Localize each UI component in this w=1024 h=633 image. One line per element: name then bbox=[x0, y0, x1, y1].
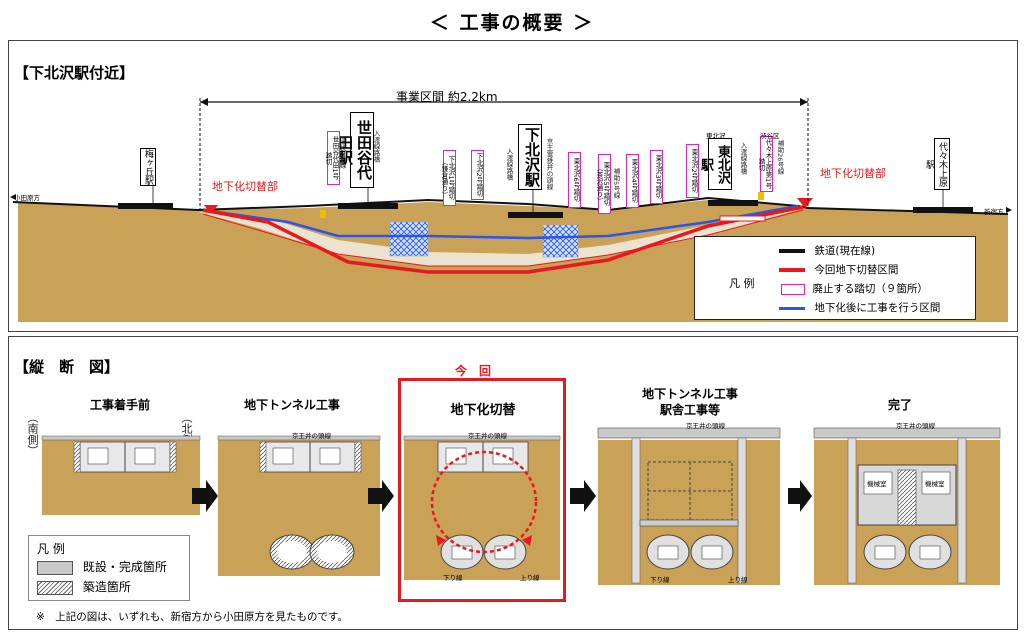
section-heading: 【縦 断 図】 bbox=[14, 358, 120, 376]
page-title: ＜ 工事の概要 ＞ bbox=[429, 12, 595, 34]
small-label-6: 補助26号線 bbox=[776, 140, 784, 175]
legend-construction: 築造箇所 bbox=[37, 578, 131, 595]
marker-2 bbox=[758, 192, 764, 200]
crossing-4: 下北沢2号踏切 bbox=[471, 150, 484, 200]
higashikita-platform bbox=[708, 200, 758, 206]
arrow-1 bbox=[192, 480, 218, 512]
profile-heading: 【下北沢駅付近】 bbox=[14, 64, 135, 82]
section-legend-title: 凡 例 bbox=[37, 542, 65, 556]
crossing-10: 代々木上原第1号踏切 bbox=[757, 136, 773, 192]
current-stage-frame bbox=[398, 378, 566, 602]
rail-label-2: 京王井の頭線 bbox=[292, 432, 331, 440]
footnote: ※ 上記の図は、いずれも、新宿方から小田原方を見たものです。 bbox=[36, 611, 348, 623]
tunnel-zone bbox=[198, 210, 798, 266]
crossing-9: 東北沢2号踏切 bbox=[686, 144, 699, 198]
stage-4 bbox=[597, 427, 781, 585]
higashikita-strip bbox=[719, 215, 766, 222]
stage-3 bbox=[403, 435, 561, 580]
station-setagaya: 世田谷代田駅 bbox=[336, 112, 374, 188]
left-switch-triangle bbox=[204, 205, 218, 214]
legend-item-pink: 廃止する踏切（９箇所） bbox=[779, 281, 928, 296]
legend-item-blue: 地下化後に工事を行う区間 bbox=[779, 300, 940, 315]
current-label: 今 回 bbox=[455, 364, 492, 378]
shimokita-platform bbox=[508, 212, 563, 218]
legend-construction-label: 築造箇所 bbox=[82, 580, 131, 594]
crossing-5: 東北沢6号踏切 bbox=[568, 152, 581, 208]
crossing-1: 世田谷代田1号踏切 bbox=[324, 131, 340, 185]
red-switch-line bbox=[202, 205, 804, 274]
switch-right-label: 地下化切替部 bbox=[820, 167, 886, 180]
yoyogi-platform bbox=[913, 207, 973, 213]
stage-1 bbox=[41, 435, 201, 515]
legend-item-pink-label: 廃止する踏切（９箇所） bbox=[812, 283, 928, 295]
umegaoka-platform bbox=[118, 203, 173, 209]
station-higashikita: 東北沢駅 bbox=[698, 138, 732, 190]
arrow-3 bbox=[570, 480, 596, 512]
section-legend: 凡 例 既設・完成箇所 築造箇所 bbox=[28, 535, 190, 601]
legend-item-blue-label: 地下化後に工事を行う区間 bbox=[814, 302, 941, 314]
stage-5 bbox=[813, 427, 1001, 585]
legend-item-rail: 鉄道(現在線) bbox=[779, 243, 875, 258]
legend-item-red-label: 今回地下切替区間 bbox=[814, 264, 899, 276]
small-label-2: 入渡線路橋 bbox=[505, 148, 513, 181]
red-outline bbox=[202, 209, 804, 267]
dir-right-label: 新宿方 bbox=[984, 208, 1004, 216]
rail-label-3: 京王井の頭線 bbox=[468, 432, 507, 440]
right-switch-triangle bbox=[797, 198, 813, 208]
setagaya-box bbox=[389, 221, 429, 257]
machine-room-2: 機械室 bbox=[925, 480, 945, 488]
small-label-5: 入渡線路橋 bbox=[739, 142, 747, 175]
crossing-6: 東北沢5号踏切（茶沢通り） bbox=[595, 154, 611, 214]
small-label-4: 補助5号線 bbox=[612, 168, 620, 199]
arrow-2 bbox=[368, 480, 394, 512]
up-line-3: 上り線 bbox=[520, 574, 540, 582]
legend-existing-label: 既設・完成箇所 bbox=[82, 560, 167, 574]
marker-1 bbox=[320, 210, 326, 218]
crossing-7: 東北沢4号踏切 bbox=[626, 154, 639, 208]
down-line-3: 下り線 bbox=[443, 574, 463, 582]
arrow-4 bbox=[788, 480, 812, 512]
up-line-4: 上り線 bbox=[728, 576, 748, 584]
small-label-1: 入渡線路橋 bbox=[372, 130, 380, 163]
shimokita-box bbox=[542, 224, 579, 258]
span-label: 事業区間 約2.2km bbox=[396, 90, 498, 104]
south-label: （南側） bbox=[26, 412, 39, 456]
small-label-8: 渋谷区 bbox=[760, 132, 780, 140]
crossing-8: 東北沢3号踏切 bbox=[650, 150, 663, 204]
crossing-3: 下北沢1号踏切（鎌倉通り） bbox=[440, 150, 456, 206]
dir-left-label: 小田原方 bbox=[14, 194, 40, 202]
station-umegaoka: 梅ヶ丘駅 bbox=[140, 148, 156, 186]
stage-2 bbox=[217, 435, 381, 576]
station-shimokita: 下北沢駅 bbox=[518, 124, 542, 190]
profile-legend-title: 凡 例 bbox=[729, 277, 755, 290]
small-label-7: 東北沢 bbox=[706, 132, 726, 140]
stage-2-title: 地下トンネル工事 bbox=[244, 398, 340, 412]
setagaya-platform bbox=[338, 203, 398, 209]
blue-work-line bbox=[202, 204, 799, 240]
station-yoyogi: 代々木上原駅 bbox=[924, 138, 950, 190]
rail-label-5: 京王井の頭線 bbox=[896, 422, 935, 430]
profile-legend: 凡 例 鉄道(現在線) 今回地下切替区間 廃止する踏切（９箇所） 地下化後に工事… bbox=[694, 236, 976, 320]
legend-existing: 既設・完成箇所 bbox=[37, 558, 167, 575]
legend-item-rail-label: 鉄道(現在線) bbox=[814, 245, 876, 257]
rail-label-4: 京王井の頭線 bbox=[686, 422, 725, 430]
stage-4-title: 地下トンネル工事 駅舎工事等 bbox=[642, 387, 738, 417]
down-line-4: 下り線 bbox=[650, 576, 670, 584]
crossing-2-label: 環状7号線 bbox=[338, 138, 346, 169]
legend-item-red: 今回地下切替区間 bbox=[779, 262, 898, 277]
stage-1-title: 工事着手前 bbox=[89, 398, 150, 412]
switch-left-label: 地下化切替部 bbox=[212, 180, 278, 193]
machine-room-1: 機械室 bbox=[867, 480, 887, 488]
stage-5-title: 完了 bbox=[887, 398, 912, 412]
small-label-3: 京王電鉄井の頭線 bbox=[545, 138, 553, 190]
stage-3-title: 地下化切替 bbox=[450, 403, 516, 418]
